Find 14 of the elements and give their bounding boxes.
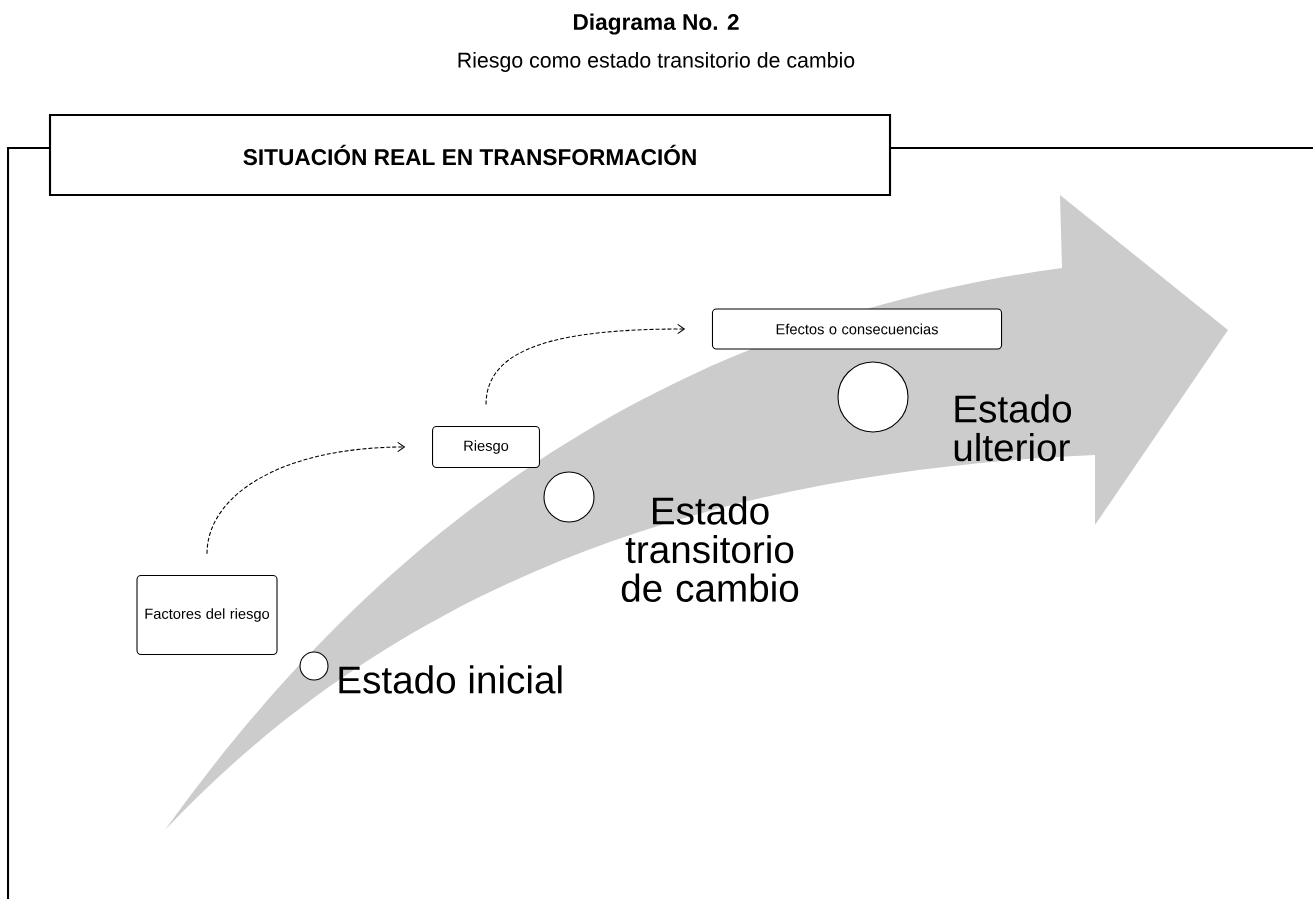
subtitle: Riesgo como estado transitorio de cambio (458, 52, 855, 72)
arrow (206, 441, 406, 555)
process-box: Riesgo (432, 425, 540, 469)
state-label: Estado transitorio de cambio (621, 496, 799, 602)
diagram-title: Diagrama No. 2 (574, 13, 739, 35)
state-label: Estado ulterior (954, 394, 1072, 462)
state-circle (837, 361, 909, 433)
state-label: Estado inicial (339, 665, 562, 694)
state-circle (299, 651, 329, 681)
state-circle (543, 471, 595, 523)
process-box: Efectos o consecuencias (711, 308, 1003, 350)
arrow (485, 323, 686, 406)
process-box: Factores del riesgo (136, 575, 278, 655)
heading-box: SITUACIÓN REAL EN TRANSFORMACIÓN (48, 113, 892, 197)
